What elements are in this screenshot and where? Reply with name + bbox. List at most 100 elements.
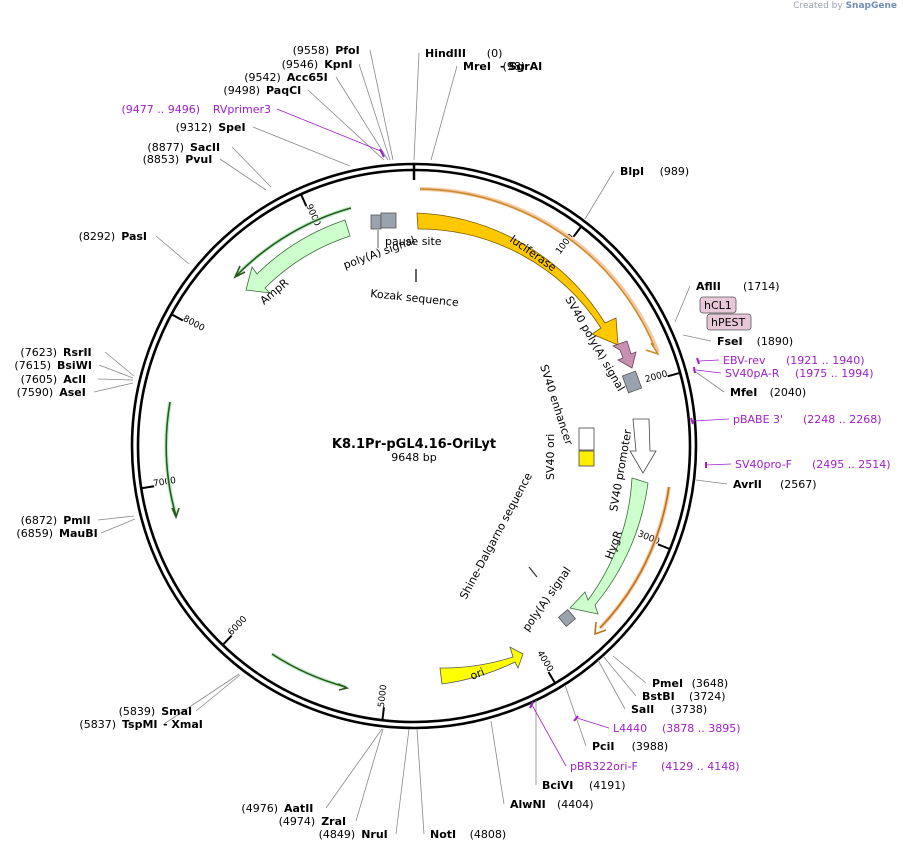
luciferase-feature[interactable] [416, 212, 619, 346]
primer-range: (2248 .. 2268) [803, 413, 882, 426]
site-name-sali[interactable]: SalI [631, 703, 654, 716]
site-name-bstbi[interactable]: BstBI [642, 690, 675, 703]
site-name-sgrai[interactable]: - SgrAI [500, 60, 542, 73]
primer-name[interactable]: L4440 [613, 722, 647, 735]
tick-mark [547, 671, 556, 683]
site-leader-line [416, 728, 425, 835]
site-name-sacii[interactable]: SacII [190, 141, 220, 154]
site-pos: (4974) [279, 815, 316, 828]
tick-label: 8000 [181, 314, 206, 334]
sv40-polya-arrow[interactable] [612, 340, 637, 369]
primer-leader-line [576, 717, 610, 729]
primer-name[interactable]: pBR322ori-F [570, 760, 638, 773]
site-pos: (2040) [770, 386, 807, 399]
sv40-promoter-arrow[interactable] [629, 418, 657, 474]
site-name-spei[interactable]: SpeI [218, 121, 245, 134]
site-leader-line [195, 674, 241, 712]
site-leader-line [369, 49, 394, 161]
tick-label: 4000 [534, 649, 554, 674]
site-pos: (9312) [176, 121, 213, 134]
site-name-asei[interactable]: AseI [59, 386, 86, 399]
polya-upper-block[interactable] [370, 214, 382, 230]
primer-name[interactable]: SV40pro-F [735, 458, 792, 471]
site-name-acc65i[interactable]: Acc65I [287, 71, 328, 84]
site-name-avrii[interactable]: AvrII [733, 478, 762, 491]
tick-label: 5000 [377, 684, 390, 708]
sv40-ori-box[interactable] [578, 450, 595, 467]
site-name-pasi[interactable]: PasI [121, 230, 147, 243]
sv40-polya-block[interactable] [621, 370, 643, 394]
primer-name[interactable]: SV40pA-R [725, 367, 780, 380]
tag-hcl1-label: hCL1 [704, 299, 732, 312]
site-leader-line [597, 659, 626, 710]
site-name-pcii[interactable]: PciI [592, 740, 614, 753]
site-name-zrai[interactable]: ZraI [321, 815, 346, 828]
site-name-acli[interactable]: AclI [63, 373, 86, 386]
site-leaders [93, 49, 732, 835]
site-name-alwni[interactable]: AlwNI [510, 798, 546, 811]
tag-hpest[interactable] [706, 313, 752, 331]
site-name-pvui[interactable]: PvuI [185, 153, 212, 166]
site-name-xmai[interactable]: - XmaI [163, 718, 203, 731]
primer-leader-line [705, 463, 732, 466]
site-name-fsei[interactable]: FseI [717, 335, 743, 348]
site-leader-line [602, 655, 637, 697]
green-arc-upper [235, 207, 352, 277]
site-name-bsiwi[interactable]: BsiWI [57, 359, 92, 372]
site-name-aflii[interactable]: AflII [696, 280, 721, 293]
tick-mark [171, 313, 184, 322]
site-leader-line [97, 515, 135, 521]
site-name-blpi[interactable]: BlpI [620, 165, 644, 178]
plasmid-length: 9648 bp [391, 451, 436, 464]
site-name-mrei[interactable]: MreI [463, 60, 491, 73]
ampr-feature[interactable] [245, 219, 351, 294]
site-name-rsrii[interactable]: RsrII [63, 346, 92, 359]
site-pos: (7615) [14, 359, 51, 372]
site-name-pmei[interactable]: PmeI [652, 677, 683, 690]
site-name-hindiii[interactable]: HindIII [425, 47, 466, 60]
site-name-nrui[interactable]: NruI [361, 828, 388, 841]
sv40-enhancer-box[interactable] [578, 427, 595, 451]
site-name-pmli[interactable]: PmlI [63, 514, 90, 527]
primer-arrows [379, 148, 707, 722]
site-name-noti[interactable]: NotI [430, 828, 456, 841]
kozak-label: Kozak sequence [370, 287, 460, 309]
site-name-smai[interactable]: SmaI [161, 705, 192, 718]
site-name-tspmi[interactable]: TspMI [122, 718, 158, 731]
site-pos: (98) [503, 60, 526, 73]
site-leader-line [413, 52, 420, 161]
hygr-feature[interactable] [569, 477, 649, 615]
primer-name[interactable]: pBABE 3' [733, 413, 783, 426]
tag-hcl1[interactable] [699, 296, 737, 314]
site-name-mfei[interactable]: MfeI [730, 386, 757, 399]
primer-leader-line [692, 418, 730, 422]
site-pos: (2567) [780, 478, 817, 491]
primer-name[interactable]: RVprimer3 [213, 103, 271, 116]
site-name-bcivi[interactable]: BciVI [542, 779, 573, 792]
site-pos: (6872) [21, 514, 58, 527]
site-pos: (1714) [743, 280, 780, 293]
site-name-aatii[interactable]: AatII [284, 802, 313, 815]
primer-range: (2495 .. 2514) [812, 458, 891, 471]
tick-label: 6000 [226, 614, 249, 638]
site-name-maubi[interactable]: MauBI [59, 527, 98, 540]
site-pos: (1890) [757, 335, 794, 348]
pause-site-block[interactable] [380, 212, 397, 229]
site-leader-line [695, 479, 728, 485]
site-name-pfoi[interactable]: PfoI [335, 44, 360, 57]
site-leader-line [104, 351, 135, 377]
site-pos: (9498) [223, 84, 260, 97]
ori-feature[interactable] [439, 646, 524, 685]
polya-lower-block[interactable] [557, 608, 577, 628]
site-pos: (0) [487, 47, 503, 60]
site-pos: (3648) [692, 677, 729, 690]
primer-range: (3878 .. 3895) [662, 722, 741, 735]
site-name-paqci[interactable]: PaqCI [266, 84, 301, 97]
site-leader-line [430, 65, 458, 161]
tick-mark [381, 707, 385, 720]
site-pos: (7590) [17, 386, 54, 399]
primer-name[interactable]: EBV-rev [723, 354, 766, 367]
tick-mark [572, 226, 582, 238]
site-name-kpni[interactable]: KpnI [324, 58, 352, 71]
